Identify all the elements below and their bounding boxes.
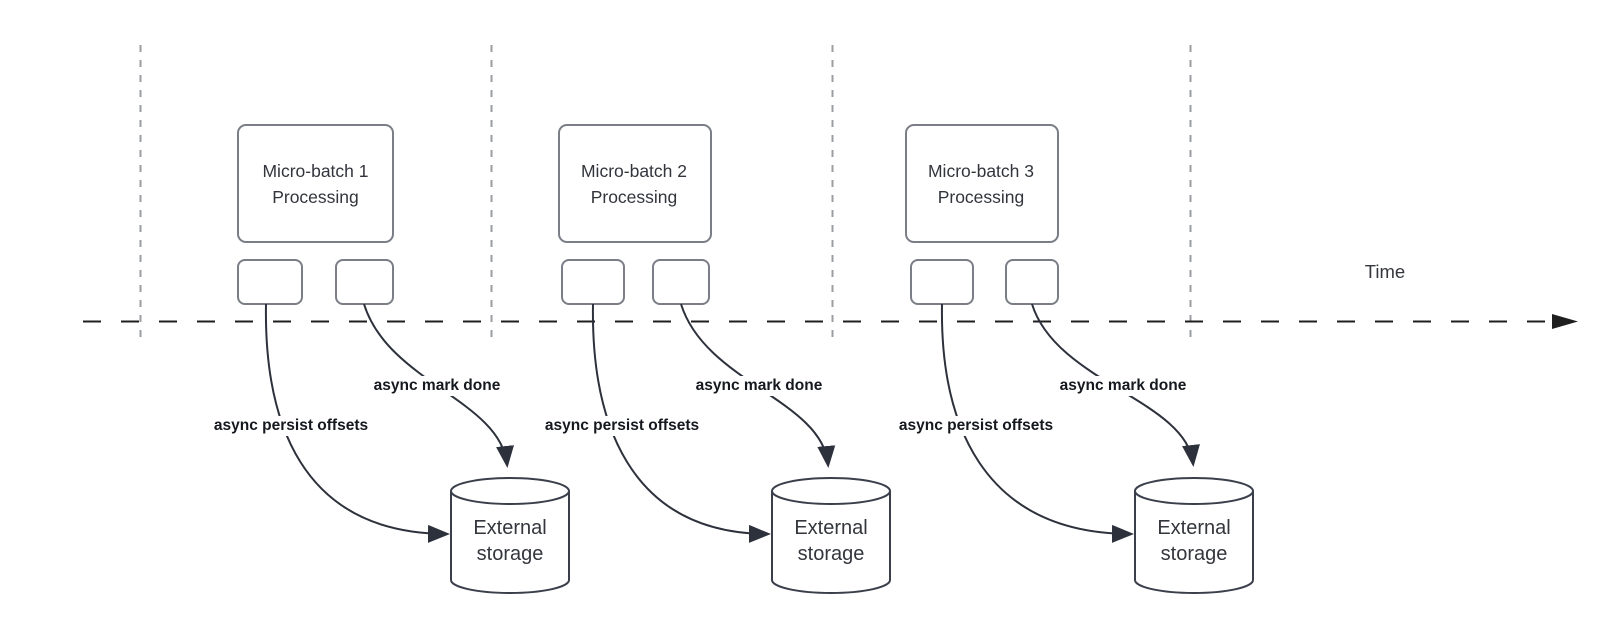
async-persist-offsets-arrow-1 bbox=[264, 303, 450, 543]
cylinder-body bbox=[1134, 491, 1254, 594]
time-axis-label: Time bbox=[1364, 261, 1406, 282]
async-persist-offsets-arrow-3 bbox=[940, 303, 1134, 543]
external-storage-cylinder-3 bbox=[1134, 477, 1254, 594]
external-storage-label-2: External storage bbox=[772, 498, 890, 584]
external-storage-label-1-line2: storage bbox=[476, 543, 544, 565]
external-storage-cylinder-1 bbox=[450, 477, 570, 594]
cylinder-body bbox=[450, 491, 570, 594]
external-storage-label-1-line1: External bbox=[473, 517, 547, 539]
micro-batch-1-label-line2: Processing bbox=[272, 186, 359, 207]
time-axis-arrowhead-icon bbox=[1552, 314, 1578, 329]
micro-batch-2-label: Micro-batch 2 Processing bbox=[558, 125, 710, 242]
cylinder-top-ellipse bbox=[450, 477, 570, 505]
micro-batch-1-label: Micro-batch 1 Processing bbox=[238, 125, 393, 242]
external-storage-label-1: External storage bbox=[451, 498, 569, 584]
external-storage-label-3-line1: External bbox=[1157, 517, 1231, 539]
micro-batch-3-box bbox=[905, 124, 1059, 243]
micro-batch-3-label-line2: Processing bbox=[937, 186, 1025, 207]
cylinder-top-ellipse bbox=[1134, 477, 1254, 505]
micro-batch-1-label-line1: Micro-batch 1 bbox=[262, 160, 369, 181]
persist-offsets-task-box-1 bbox=[237, 259, 303, 305]
micro-batch-2-label-line1: Micro-batch 2 bbox=[580, 160, 687, 181]
micro-batch-3-label: Micro-batch 3 Processing bbox=[905, 125, 1057, 242]
external-storage-label-2-line1: External bbox=[794, 517, 868, 539]
micro-batch-2-label-line2: Processing bbox=[590, 186, 678, 207]
micro-batch-1-box bbox=[237, 124, 394, 243]
async-persist-offsets-label-3: async persist offsets bbox=[894, 416, 1058, 436]
async-persist-offsets-label-2: async persist offsets bbox=[540, 416, 704, 436]
async-persist-offsets-arrow-2 bbox=[591, 303, 771, 543]
external-storage-label-2-line2: storage bbox=[797, 543, 865, 565]
micro-batch-3-label-line1: Micro-batch 3 bbox=[927, 160, 1034, 181]
cylinder-top-ellipse bbox=[771, 477, 891, 505]
external-storage-label-3-line2: storage bbox=[1160, 543, 1228, 565]
async-mark-done-label-1: async mark done bbox=[369, 376, 505, 396]
external-storage-label-3: External storage bbox=[1135, 498, 1253, 584]
async-mark-done-label-2: async mark done bbox=[691, 376, 827, 396]
async-mark-done-label-3: async mark done bbox=[1055, 376, 1191, 396]
external-storage-cylinder-2 bbox=[771, 477, 891, 594]
micro-batch-2-box bbox=[558, 124, 712, 243]
cylinder-body bbox=[771, 491, 891, 594]
async-persist-offsets-label-1: async persist offsets bbox=[209, 416, 373, 436]
